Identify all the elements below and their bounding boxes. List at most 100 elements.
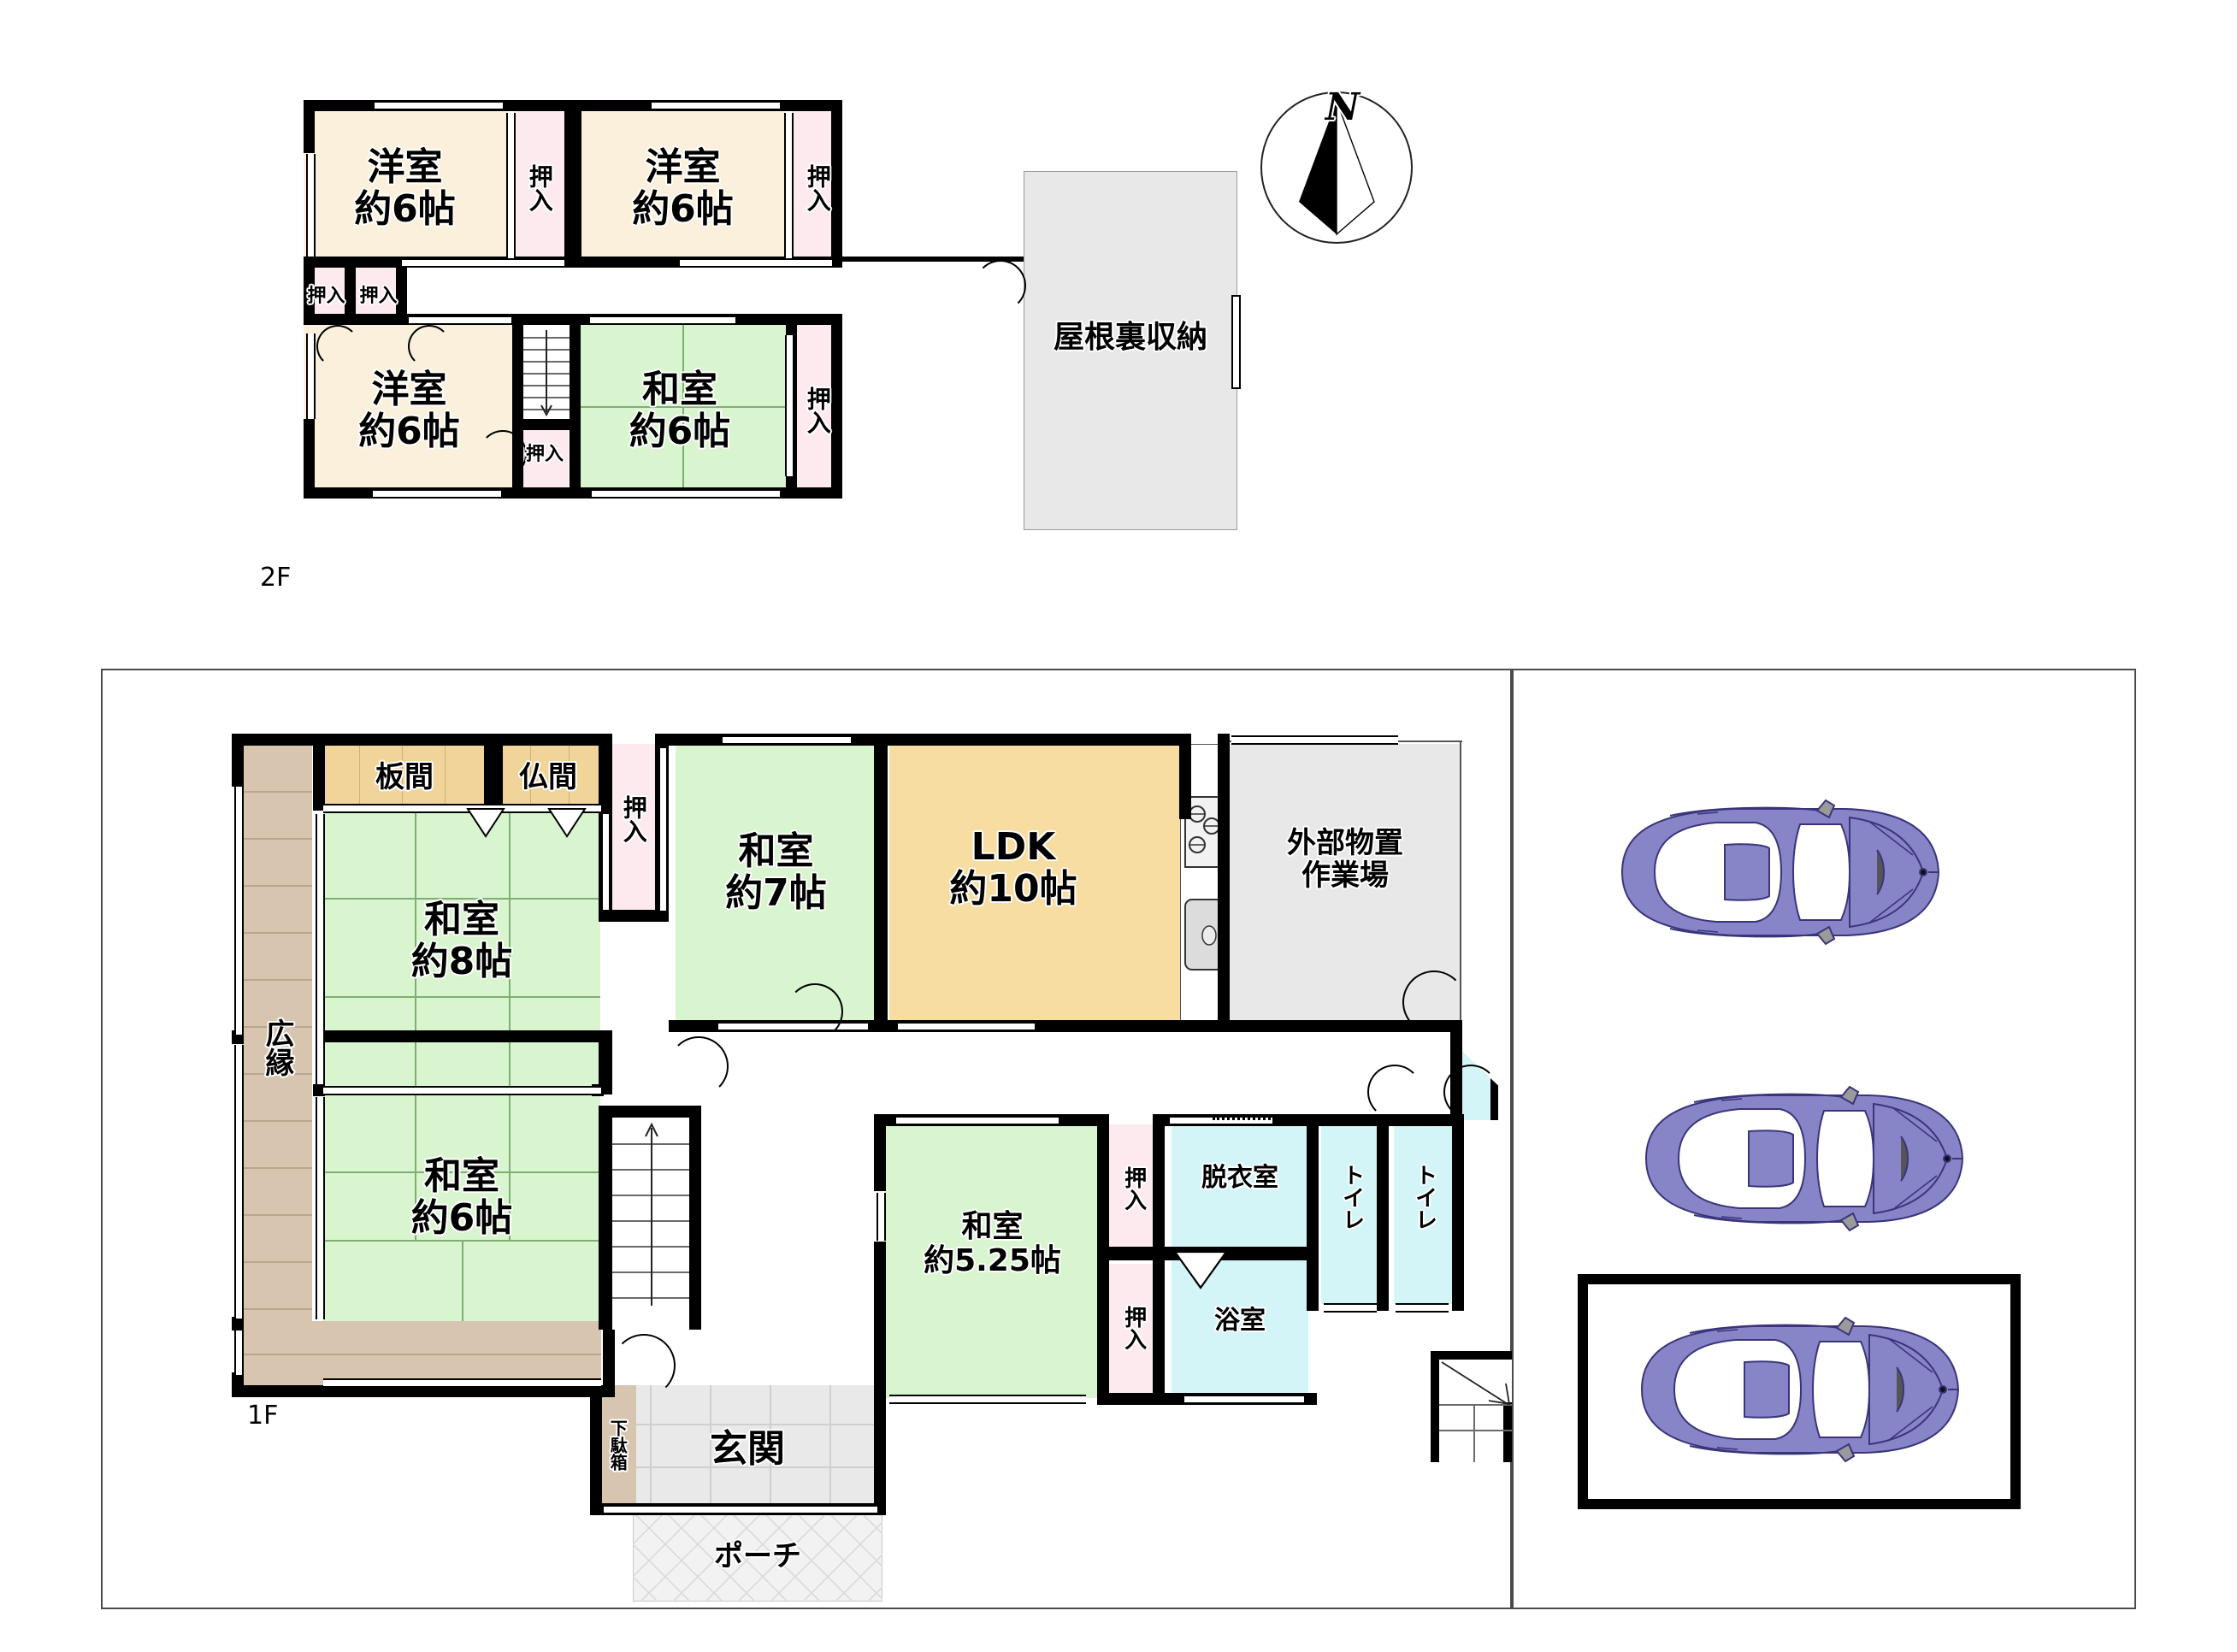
floor-label-2f: 2F [260, 563, 292, 593]
closet-f1-2 [1106, 1124, 1160, 1253]
porch-hatch [633, 1512, 882, 1602]
wall [304, 419, 315, 498]
door-swing [1402, 971, 1466, 1034]
door-swing [669, 1036, 729, 1096]
wall [599, 1106, 701, 1118]
wall [669, 1020, 681, 1032]
sliding-door [323, 1086, 601, 1095]
sliding-door [898, 1022, 1035, 1031]
f1-stairs [612, 1118, 689, 1330]
room-dressing [1172, 1124, 1308, 1249]
car-1 [1588, 795, 1964, 949]
butsuma-door-icon [547, 808, 587, 838]
window [373, 489, 501, 499]
room-toilet-1 [1321, 1124, 1381, 1304]
door-swing [612, 1334, 676, 1397]
wall [603, 1317, 615, 1397]
wall [831, 100, 842, 268]
sliding-door [234, 1045, 244, 1319]
closet-f1-3 [1106, 1264, 1160, 1398]
sliding-door [784, 113, 794, 267]
plan-outline [1460, 740, 1461, 1027]
room-tatami-525jo [885, 1124, 1099, 1398]
sliding-door [306, 333, 316, 419]
dashed-opening [1213, 1118, 1307, 1120]
outdoor-stairs [1431, 1351, 1512, 1462]
window [723, 735, 851, 745]
sliding-door [590, 316, 735, 325]
wall [570, 325, 581, 423]
room-butsuma [496, 744, 600, 811]
wall [874, 1242, 886, 1331]
sliding-door [306, 154, 316, 257]
wall [874, 734, 888, 1030]
wall [874, 1317, 886, 1515]
wall [232, 734, 244, 787]
wall [232, 734, 326, 746]
wall [564, 100, 581, 268]
window [375, 101, 503, 110]
wall [313, 734, 325, 811]
shoe-cabinet [599, 1385, 636, 1509]
wall [1194, 1020, 1462, 1032]
door-swing [1367, 1065, 1422, 1119]
sliding-door [316, 814, 325, 1084]
attic-window [1231, 295, 1241, 389]
site-boundary-left [101, 669, 1512, 1609]
tatami-line [682, 325, 684, 406]
window [877, 1193, 886, 1241]
room-entrance [601, 1385, 883, 1509]
wall [1179, 734, 1191, 819]
wall [570, 423, 581, 487]
door-swing [408, 325, 451, 368]
window [1231, 735, 1398, 745]
wall [1452, 1114, 1464, 1311]
wall [842, 257, 1024, 262]
wall [590, 1385, 602, 1515]
wall [599, 1030, 612, 1094]
room-f2-western-ne [581, 111, 784, 268]
sliding-door [680, 258, 832, 268]
bathroom-door-icon [1173, 1250, 1228, 1289]
wall [831, 325, 842, 487]
room-itama [323, 744, 486, 811]
door [1170, 1116, 1272, 1125]
sliding-door [601, 814, 611, 910]
wall [396, 268, 407, 325]
entrance-door [604, 1505, 877, 1514]
sliding-door [234, 787, 244, 1035]
wall [323, 1030, 604, 1042]
wall [874, 1114, 886, 1191]
window [1396, 1303, 1449, 1313]
room-toilet-2 [1394, 1124, 1454, 1304]
door-swing [479, 430, 527, 478]
room-bathroom [1172, 1260, 1308, 1398]
room-ldk [889, 744, 1180, 1030]
sink-icon [1183, 898, 1225, 971]
window [323, 1378, 601, 1388]
stove-icon [1183, 795, 1225, 869]
wall [599, 1106, 612, 1330]
door-swing [975, 260, 1026, 311]
wall [1097, 1247, 1164, 1260]
window [896, 1116, 1059, 1125]
closet-f1-1 [607, 744, 660, 922]
wall [313, 1084, 325, 1096]
wall [313, 734, 612, 746]
wall [689, 1106, 701, 1330]
wall [304, 100, 315, 153]
car-2 [1612, 1082, 1988, 1236]
sliding-door [316, 1097, 325, 1319]
tatami-line [682, 406, 684, 487]
sliding-door [658, 748, 668, 911]
window [592, 489, 780, 499]
closet-f2-6 [522, 423, 569, 487]
f2-stairs [523, 325, 570, 423]
door-swing [787, 983, 843, 1040]
door-swing [316, 325, 359, 368]
wall [232, 1372, 244, 1386]
window [1324, 1303, 1377, 1313]
wall [345, 268, 356, 325]
wall [599, 910, 669, 922]
